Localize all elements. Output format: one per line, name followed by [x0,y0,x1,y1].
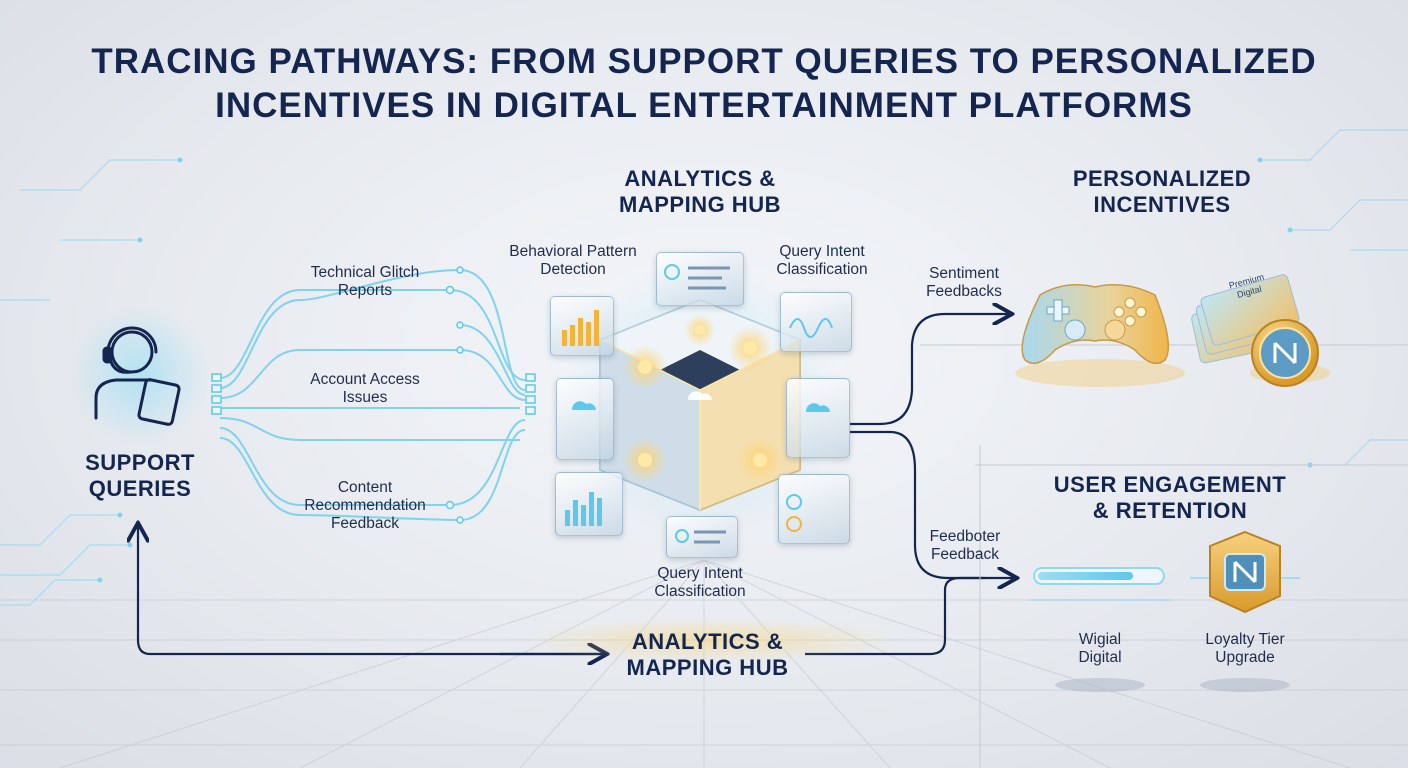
hub-behavioral-pattern: Behavioral Pattern Detection [486,243,660,279]
engagement-heading: USER ENGAGEMENT & RETENTION [1040,472,1300,524]
flow-feedback-line2: Feedback [930,546,1000,563]
hub-query-intent-top: Query Intent Classification [752,243,892,279]
query-content-recommendation-line2: Recommendation [304,497,426,514]
hub-heading: ANALYTICS & MAPPING HUB [590,166,810,218]
hub-query-intent-bottom-line2: Classification [654,583,746,600]
floor-grid [0,559,1408,768]
query-technical-glitch: Technical Glitch Reports [270,264,460,300]
hub-heading-line2: MAPPING HUB [619,192,781,217]
engagement-heading-line1: USER ENGAGEMENT [1053,472,1287,497]
query-content-recommendation-line1: Content [337,479,393,496]
support-agent-icon [94,326,181,426]
engagement-graphics [1030,530,1300,692]
bottom-hub-label-line2: MAPPING HUB [626,655,789,680]
coin-icon [1250,319,1330,387]
flow-feedback-label: Feedboter Feedback [900,528,1030,564]
hub-behavioral-pattern-line1: Behavioral Pattern [509,243,637,260]
engagement-item-digital-line1: Wigial [1078,631,1122,648]
flow-sentiment-label: Sentiment Feedbacks [900,265,1028,301]
hub-query-intent-top-line2: Classification [776,261,868,278]
panel-cloud-right [786,378,850,458]
engagement-item-digital: Wigial Digital [1040,631,1160,667]
bottom-hub-label: ANALYTICS & MAPPING HUB [600,629,815,681]
left-connector [211,373,222,415]
support-queries-line2: QUERIES [88,476,192,501]
page-title: TRACING PATHWAYS: FROM SUPPORT QUERIES T… [0,40,1408,128]
flow-sentiment-line2: Feedbacks [926,283,1002,300]
query-technical-glitch-line1: Technical Glitch [310,264,420,281]
arrow-to-engagement [850,430,1015,578]
incentive-graphics [1015,274,1330,387]
support-queries-line1: SUPPORT [85,450,195,475]
gamepad-icon [1021,284,1170,365]
hub-behavioral-pattern-line2: Detection [540,261,606,278]
arrow-to-incentives [850,314,1010,426]
right-connector [525,373,536,415]
hub-query-intent-bottom-line1: Query Intent [657,565,743,582]
query-account-access-line1: Account Access [310,371,420,388]
circuit-traces-left [0,159,180,606]
hub-cube [560,260,840,540]
engagement-item-loyalty-line2: Upgrade [1215,649,1275,666]
incentives-heading: PERSONALIZED INCENTIVES [1050,166,1274,218]
flow-sentiment-line1: Sentiment [929,265,999,282]
query-account-access-line2: Issues [342,389,388,406]
query-content-recommendation: Content Recommendation Feedback [270,479,460,533]
engagement-heading-line2: & RETENTION [1092,498,1248,523]
progress-bar [1033,567,1165,585]
bottom-hub-label-line1: ANALYTICS & [631,629,784,654]
engagement-item-digital-line2: Digital [1078,649,1122,666]
panel-wave-upper-right [780,292,852,352]
feedback-loop-arrow-up [138,525,600,656]
flow-feedback-line1: Feedboter [929,528,1001,545]
support-queries-label: SUPPORT QUERIES [60,450,220,502]
page-title-line1: TRACING PATHWAYS: FROM SUPPORT QUERIES T… [91,42,1317,81]
fiber-lines [219,269,526,521]
loyalty-badge-icon [1190,530,1300,614]
query-content-recommendation-line3: Feedback [330,515,400,532]
incentives-heading-line2: INCENTIVES [1093,192,1231,217]
hub-heading-line1: ANALYTICS & [624,166,776,191]
panel-profile-lower-right [778,474,850,544]
incentives-heading-line1: PERSONALIZED [1072,166,1252,191]
hub-query-intent-bottom: Query Intent Classification [630,565,770,601]
query-account-access: Account Access Issues [270,371,460,407]
panel-cloud-left [556,378,614,460]
panel-profile-bottom [666,516,738,558]
query-technical-glitch-line2: Reports [337,282,393,299]
page-title-line2: INCENTIVES IN DIGITAL ENTERTAINMENT PLAT… [215,86,1193,125]
engagement-item-loyalty-line1: Loyalty Tier [1205,631,1285,648]
engagement-item-loyalty: Loyalty Tier Upgrade [1185,631,1305,667]
hub-query-intent-top-line1: Query Intent [779,243,865,260]
